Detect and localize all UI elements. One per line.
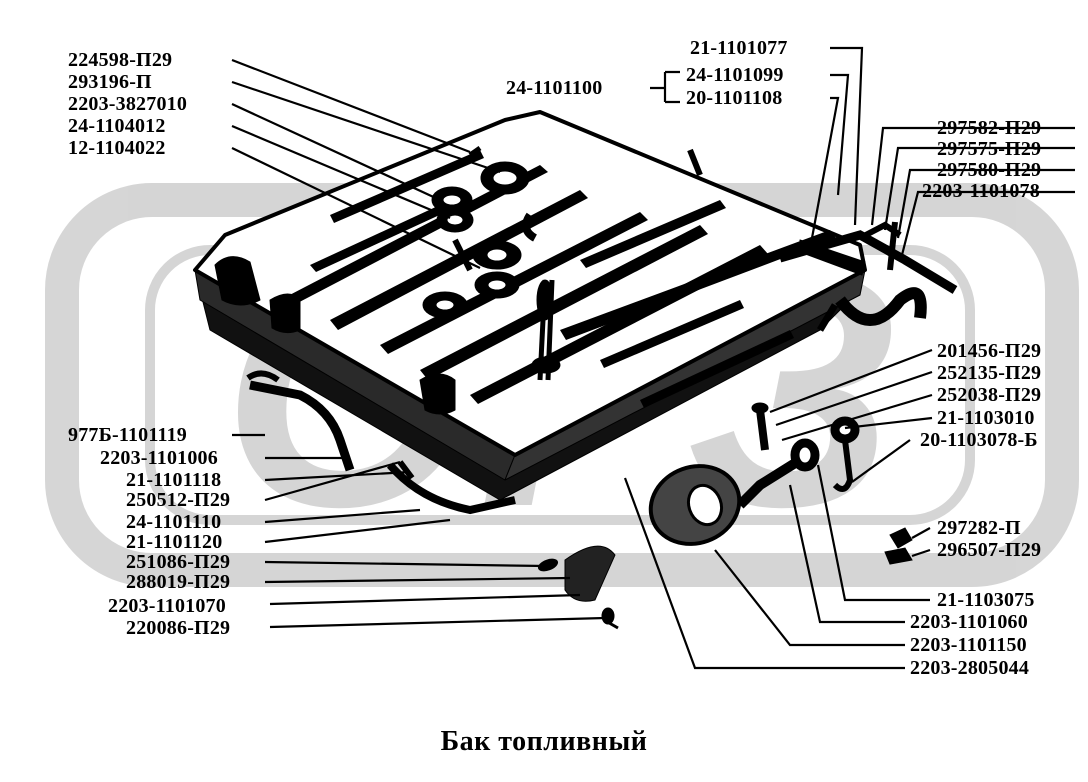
label-252135-p29: 252135-П29 (937, 362, 1042, 384)
label-24-1101110: 24-1101110 (126, 511, 222, 533)
label-21-1103075: 21-1103075 (937, 589, 1035, 611)
label-21-1101118: 21-1101118 (126, 469, 222, 491)
label-252038-p29: 252038-П29 (937, 384, 1042, 406)
tank-body (193, 110, 867, 501)
label-24-1101099: 24-1101099 (686, 64, 784, 86)
label-297582-p29: 297582-П29 (937, 117, 1042, 139)
label-20-1101108: 20-1101108 (686, 87, 783, 109)
label-2203-1101060: 2203-1101060 (910, 611, 1028, 633)
label-12-1104022: 12-1104022 (68, 137, 166, 159)
label-251086-p29: 251086-П29 (126, 551, 231, 573)
label-224598-p29: 224598-П29 (68, 49, 173, 71)
leader-lines (231, 46, 1075, 670)
label-2203-1101006: 2203-1101006 (100, 447, 218, 469)
fuel-gauge-sender (736, 402, 860, 509)
diagram-title: Бак топливный (440, 726, 648, 757)
tank-fittings (422, 145, 703, 381)
label-21-1101077: 21-1101077 (690, 37, 788, 59)
label-297580-p29: 297580-П29 (937, 159, 1042, 181)
drain-plug-parts (537, 545, 619, 630)
label-21-1103010: 21-1103010 (937, 407, 1035, 429)
label-2203-1101078: 2203-1101078 (922, 180, 1040, 202)
label-2203-1101070: 2203-1101070 (108, 595, 226, 617)
label-220086-p29: 220086-П29 (126, 617, 231, 639)
label-288019-p29: 288019-П29 (126, 571, 231, 593)
label-297575-p29: 297575-П29 (937, 138, 1042, 160)
label-296507-p29: 296507-П29 (937, 539, 1042, 561)
label-2203-1101150: 2203-1101150 (910, 634, 1027, 656)
label-293196-p: 293196-П (68, 71, 152, 93)
label-24-1104012: 24-1104012 (68, 115, 166, 137)
gasket-ring (648, 464, 742, 546)
label-20-1103078-b: 20-1103078-Б (920, 429, 1038, 451)
label-201456-p29: 201456-П29 (937, 340, 1042, 362)
label-2203-2805044: 2203-2805044 (910, 657, 1030, 679)
label-297282-p: 297282-П (937, 517, 1021, 539)
label-21-1101120: 21-1101120 (126, 531, 223, 553)
label-977b-1101119: 977Б-1101119 (68, 424, 187, 446)
clamp-parts (884, 527, 913, 565)
label-250512-p29: 250512-П29 (126, 489, 231, 511)
label-24-1101100: 24-1101100 (506, 77, 603, 99)
label-2203-3827010: 2203-3827010 (68, 93, 188, 115)
